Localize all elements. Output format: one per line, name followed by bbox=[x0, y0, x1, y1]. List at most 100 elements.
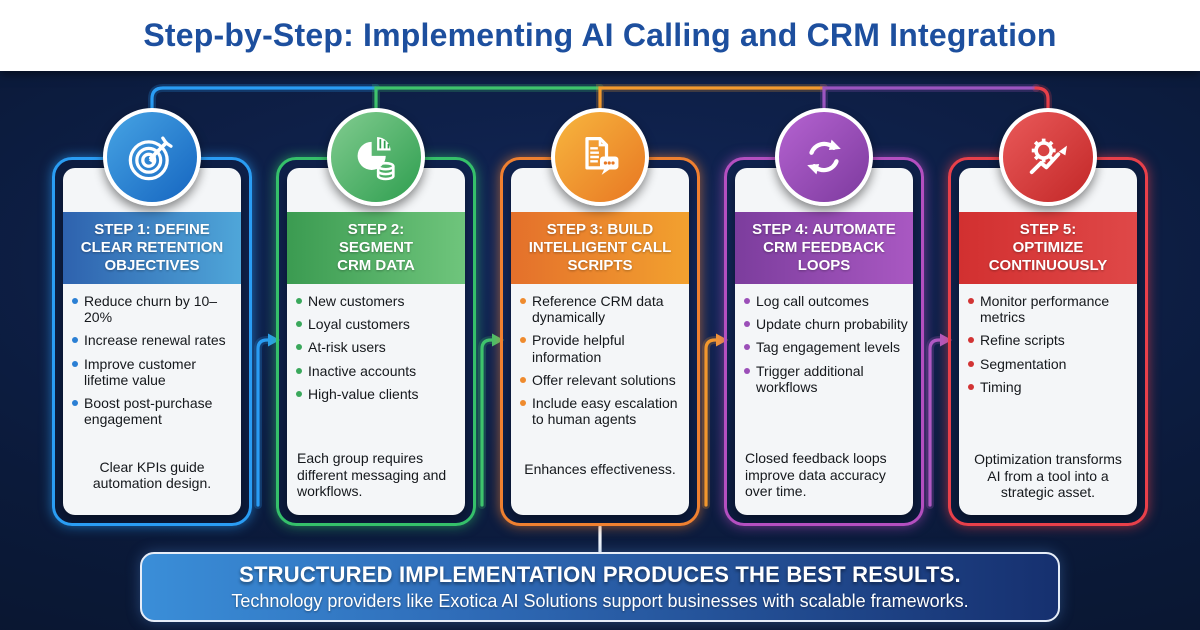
bullet-item: Loyal customers bbox=[295, 316, 463, 332]
bullet-item: Improve customer lifetime value bbox=[71, 356, 239, 388]
bullet-dot bbox=[968, 337, 974, 344]
top-connector-orange bbox=[598, 86, 826, 122]
bullet-text: Reduce churn by 10–20% bbox=[84, 293, 218, 326]
step-2-icon-badge bbox=[327, 108, 425, 206]
bullet-text: Boost post-purchase engagement bbox=[84, 395, 213, 428]
step-5-header: STEP 5: OPTIMIZE CONTINUOUSLY bbox=[959, 212, 1137, 284]
step-card-1: STEP 1: DEFINE CLEAR RETENTION OBJECTIVE… bbox=[52, 108, 252, 526]
step-2-title: STEP 2: SEGMENT CRM DATA bbox=[337, 220, 415, 275]
bullet-text: Provide helpful information bbox=[532, 332, 625, 365]
step-1-title: STEP 1: DEFINE CLEAR RETENTION OBJECTIVE… bbox=[80, 220, 224, 275]
step-3-note: Enhances effectiveness. bbox=[524, 460, 676, 477]
bullet-item: Inactive accounts bbox=[295, 363, 463, 379]
step-card-4: STEP 4: AUTOMATE CRM FEEDBACK LOOPS Log … bbox=[724, 108, 924, 526]
bullet-dot bbox=[744, 367, 750, 374]
sync-arrows-icon bbox=[807, 139, 841, 175]
bullet-text: Include easy escalation to human agents bbox=[532, 395, 678, 428]
bullet-item: Include easy escalation to human agents bbox=[519, 395, 687, 427]
bullet-text: Update churn probability bbox=[756, 316, 908, 333]
bullet-text: Tag engagement levels bbox=[756, 339, 900, 356]
step-2-bullets: New customers Loyal customers At-risk us… bbox=[287, 293, 465, 409]
bullet-text: Reference CRM data dynamically bbox=[532, 293, 664, 326]
bullet-item: At-risk users bbox=[295, 339, 463, 355]
step-4-icon-badge bbox=[775, 108, 873, 206]
bullet-dot bbox=[296, 344, 302, 351]
step-2-header: STEP 2: SEGMENT CRM DATA bbox=[287, 212, 465, 284]
bullet-dot bbox=[744, 344, 750, 351]
bullet-text: Monitor performance metrics bbox=[980, 293, 1110, 326]
bullet-text: Timing bbox=[980, 378, 1022, 395]
step-5-icon-badge bbox=[999, 108, 1097, 206]
bullet-item: Tag engagement levels bbox=[743, 339, 911, 355]
banner-subline: Technology providers like Exotica AI Sol… bbox=[231, 591, 969, 611]
bullet-text: Increase renewal rates bbox=[84, 332, 226, 349]
document-chat-icon bbox=[585, 136, 619, 175]
bullet-text: Offer relevant solutions bbox=[532, 371, 676, 388]
bullet-text: Loyal customers bbox=[308, 316, 410, 333]
bullet-item: Refine scripts bbox=[967, 332, 1135, 348]
step-4-bullets: Log call outcomes Update churn probabili… bbox=[735, 293, 913, 402]
bullet-item: Offer relevant solutions bbox=[519, 372, 687, 388]
arrow-step4-to-step5 bbox=[928, 338, 942, 507]
bullet-text: Refine scripts bbox=[980, 332, 1065, 349]
step-3-icon-badge bbox=[551, 108, 649, 206]
bullet-item: Reduce churn by 10–20% bbox=[71, 293, 239, 325]
banner-headline: STRUCTURED IMPLEMENTATION PRODUCES THE B… bbox=[239, 562, 961, 587]
step-1-bullets: Reduce churn by 10–20% Increase renewal … bbox=[63, 293, 241, 435]
bullet-dot bbox=[72, 298, 78, 304]
bullet-item: New customers bbox=[295, 293, 463, 309]
step-card-5: STEP 5: OPTIMIZE CONTINUOUSLY Monitor pe… bbox=[948, 108, 1148, 526]
bullet-text: Improve customer lifetime value bbox=[84, 355, 197, 388]
bullet-text: Trigger additional workflows bbox=[756, 362, 864, 395]
step-2-note: Each group requires different messaging … bbox=[297, 450, 447, 499]
bullet-dot bbox=[72, 360, 78, 367]
bullet-dot bbox=[968, 383, 974, 390]
step-3-bullets: Reference CRM data dynamically Provide h… bbox=[511, 293, 689, 435]
step-5-title: STEP 5: OPTIMIZE CONTINUOUSLY bbox=[988, 220, 1108, 275]
bullet-dot bbox=[296, 390, 302, 397]
step-4-note: Closed feedback loops improve data accur… bbox=[745, 450, 887, 499]
bullet-dot bbox=[72, 337, 78, 344]
top-connector-green bbox=[374, 86, 602, 122]
bottom-banner: STRUCTURED IMPLEMENTATION PRODUCES THE B… bbox=[140, 552, 1060, 622]
target-dartboard-icon bbox=[128, 136, 173, 181]
step-card-2: STEP 2: SEGMENT CRM DATA New customers L… bbox=[276, 108, 476, 526]
bullet-item: Reference CRM data dynamically bbox=[519, 293, 687, 325]
bullet-text: At-risk users bbox=[308, 339, 386, 356]
top-connector-blue bbox=[150, 86, 378, 122]
bullet-item: Segmentation bbox=[967, 356, 1135, 372]
bullet-dot bbox=[968, 298, 974, 304]
bullet-dot bbox=[744, 298, 750, 304]
step-4-title: STEP 4: AUTOMATE CRM FEEDBACK LOOPS bbox=[752, 220, 896, 275]
bullet-item: Update churn probability bbox=[743, 316, 911, 332]
bullet-dot bbox=[968, 360, 974, 367]
step-4-header: STEP 4: AUTOMATE CRM FEEDBACK LOOPS bbox=[735, 212, 913, 284]
step-card-3: STEP 3: BUILD INTELLIGENT CALL SCRIPTS R… bbox=[500, 108, 700, 526]
step-1-icon-badge bbox=[103, 108, 201, 206]
bullet-item: High-value clients bbox=[295, 386, 463, 402]
step-1-note: Clear KPIs guide automation design. bbox=[92, 458, 212, 491]
bullet-item: Boost post-purchase engagement bbox=[71, 395, 239, 427]
top-connector-purple bbox=[822, 86, 1038, 122]
bullet-text: Log call outcomes bbox=[756, 293, 869, 309]
bullet-item: Timing bbox=[967, 379, 1135, 395]
bullet-text: New customers bbox=[308, 293, 405, 309]
arrow-step3-to-step4 bbox=[704, 338, 718, 507]
step-5-bullets: Monitor performance metrics Refine scrip… bbox=[959, 293, 1137, 402]
gear-growth-arrow-icon bbox=[1029, 138, 1067, 175]
page-title: Step-by-Step: Implementing AI Calling an… bbox=[143, 17, 1057, 53]
bullet-item: Increase renewal rates bbox=[71, 332, 239, 348]
title-band: Step-by-Step: Implementing AI Calling an… bbox=[0, 0, 1200, 71]
bullet-dot bbox=[296, 321, 302, 328]
bullet-text: High-value clients bbox=[308, 385, 419, 402]
step-1-header: STEP 1: DEFINE CLEAR RETENTION OBJECTIVE… bbox=[63, 212, 241, 284]
bullet-item: Log call outcomes bbox=[743, 293, 911, 309]
bullet-item: Trigger additional workflows bbox=[743, 363, 911, 395]
pie-chart-coins-icon bbox=[357, 136, 395, 181]
bullet-text: Inactive accounts bbox=[308, 362, 417, 379]
bullet-item: Provide helpful information bbox=[519, 332, 687, 365]
arrow-step1-to-step2 bbox=[256, 338, 270, 507]
arrow-step2-to-step3 bbox=[480, 338, 494, 507]
bullet-dot bbox=[520, 400, 526, 407]
bullet-dot bbox=[520, 337, 526, 344]
